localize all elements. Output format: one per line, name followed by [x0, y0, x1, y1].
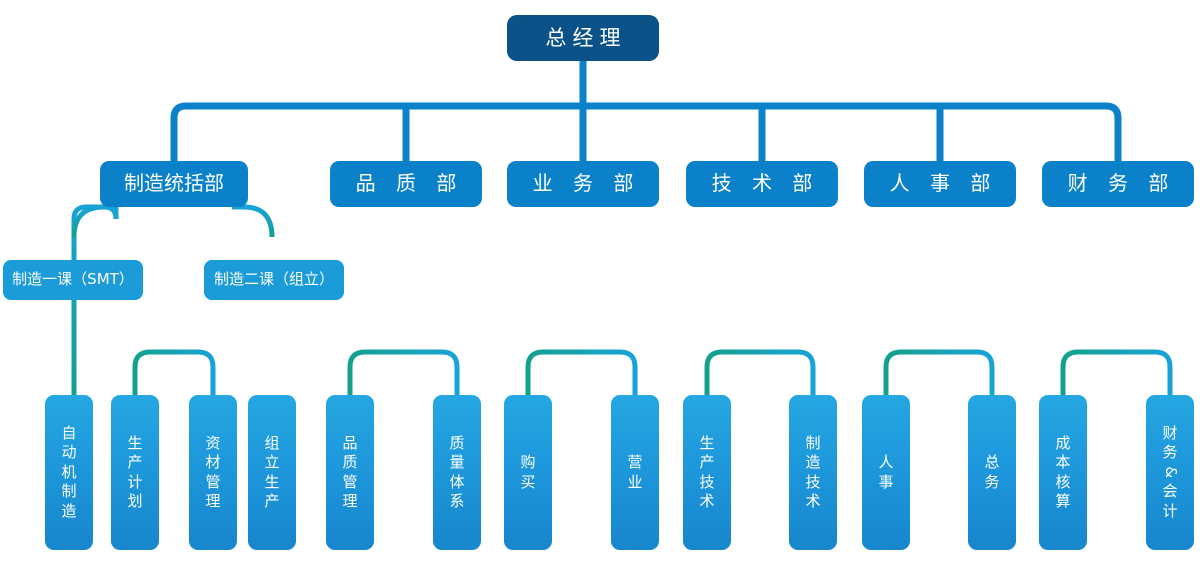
node-dept-quality[interactable]: 品 质 部 — [330, 161, 482, 207]
leaf-label: 生产计划 — [127, 433, 144, 511]
leaf-label: 总务 — [984, 453, 1001, 491]
node-section-manufacturing-1-smt[interactable]: 制造一课（SMT） — [3, 260, 143, 300]
node-leaf-material-management[interactable]: 资材管理 — [189, 395, 237, 550]
node-leaf-quality-system[interactable]: 质量体系 — [433, 395, 481, 550]
node-section-manufacturing-2-assembly[interactable]: 制造二课（组立） — [204, 260, 344, 300]
node-leaf-sales[interactable]: 营业 — [611, 395, 659, 550]
leaf-label: 生产技术 — [699, 433, 716, 511]
leaf-label: 品质管理 — [342, 433, 359, 511]
node-leaf-production-plan[interactable]: 生产计划 — [111, 395, 159, 550]
node-leaf-assembly-production[interactable]: 组立生产 — [248, 395, 296, 550]
leaf-label: 人事 — [878, 453, 895, 491]
leaf-label: 购买 — [520, 453, 537, 491]
leaf-label: 制造技术 — [805, 433, 822, 511]
leaf-label: 自动机制造 — [61, 423, 78, 520]
node-leaf-finance-and-accounting[interactable]: 财务 & 会计 — [1146, 395, 1194, 550]
node-general-manager[interactable]: 总经理 — [507, 15, 659, 61]
node-leaf-general-affairs[interactable]: 总务 — [968, 395, 1016, 550]
node-leaf-production-technology[interactable]: 生产技术 — [683, 395, 731, 550]
leaf-label: 营业 — [627, 453, 644, 491]
node-leaf-purchasing[interactable]: 购买 — [504, 395, 552, 550]
node-leaf-cost-accounting[interactable]: 成本核算 — [1039, 395, 1087, 550]
leaf-label: 成本核算 — [1055, 433, 1072, 511]
node-leaf-quality-management[interactable]: 品质管理 — [326, 395, 374, 550]
node-leaf-manufacturing-technology[interactable]: 制造技术 — [789, 395, 837, 550]
leaf-label: 财务 & 会计 — [1161, 423, 1180, 522]
node-leaf-automatic-machine-manufacturing[interactable]: 自动机制造 — [45, 395, 93, 550]
node-dept-business[interactable]: 业 务 部 — [507, 161, 659, 207]
node-dept-manufacturing-general[interactable]: 制造统括部 — [100, 161, 248, 207]
node-dept-finance[interactable]: 财 务 部 — [1042, 161, 1194, 207]
leaf-label: 资材管理 — [205, 433, 222, 511]
node-dept-human-resources[interactable]: 人 事 部 — [864, 161, 1016, 207]
leaf-label: 质量体系 — [449, 433, 466, 511]
node-leaf-personnel[interactable]: 人事 — [862, 395, 910, 550]
leaf-label: 组立生产 — [264, 433, 281, 511]
leaf-label-part2: 会计 — [1162, 482, 1179, 520]
node-dept-technology[interactable]: 技 术 部 — [686, 161, 838, 207]
leaf-label-part1: 财务 — [1162, 423, 1179, 462]
ampersand-glyph: & — [1161, 466, 1180, 479]
